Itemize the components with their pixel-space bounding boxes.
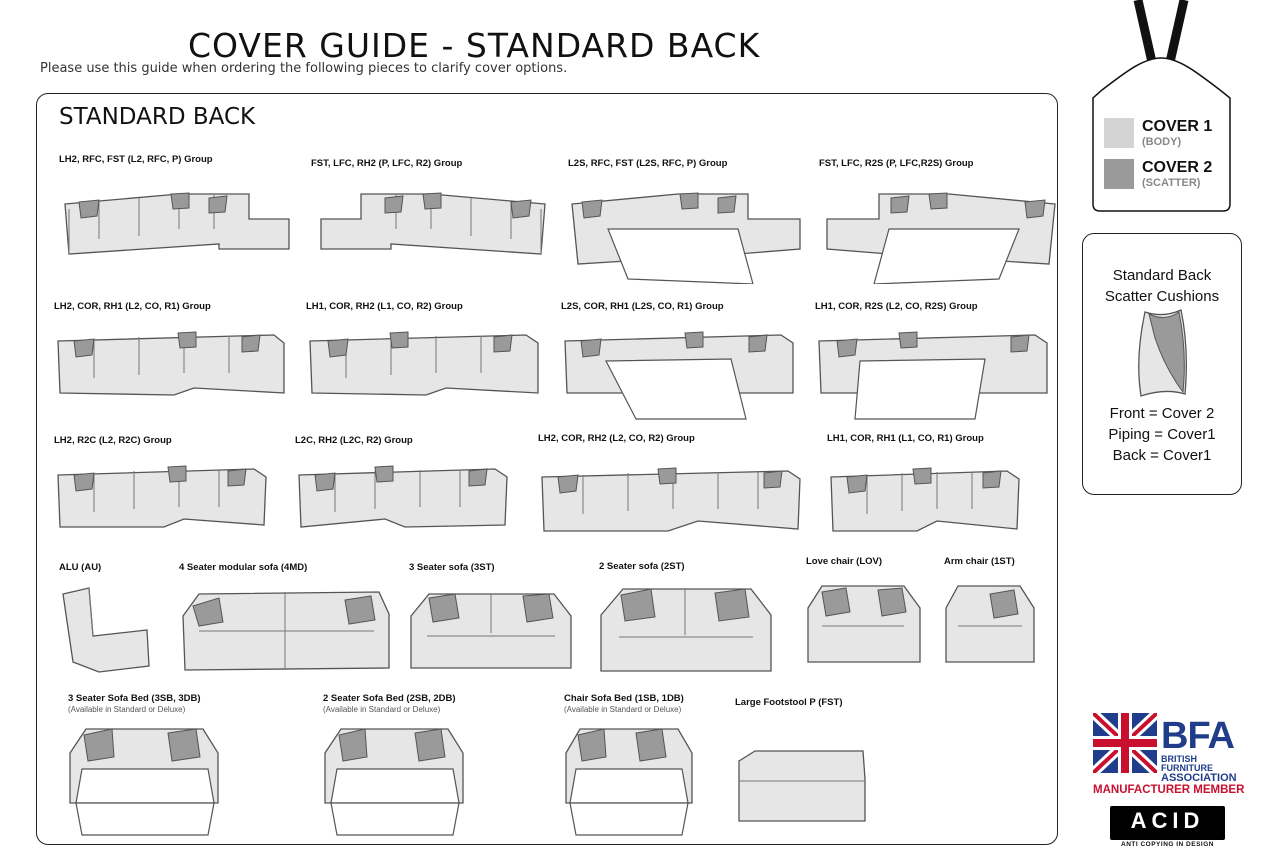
- corner-sofa-bed-illustration: [826, 192, 1056, 284]
- single-label: 3 Seater sofa (3ST): [409, 562, 495, 573]
- corner-sofa-illustration: [320, 192, 546, 255]
- bed-label: Chair Sofa Bed (1SB, 1DB): [564, 693, 684, 704]
- modular-sofa-illustration: [182, 591, 390, 671]
- single-label: Love chair (LOV): [806, 556, 883, 567]
- section-title: STANDARD BACK: [59, 104, 256, 130]
- bfa-line1: BRITISH FURNITURE: [1161, 754, 1213, 773]
- bed-label: 3 Seater Sofa Bed (3SB, 3DB): [68, 693, 201, 704]
- group-label: FST, LFC, RH2 (P, LFC, R2) Group: [311, 158, 463, 169]
- group-label: L2C, RH2 (L2C, R2) Group: [295, 435, 413, 446]
- two-seater-illustration: [600, 588, 772, 672]
- cushion-icon: [1138, 309, 1187, 397]
- group-label: LH2, COR, RH1 (L2, CO, R1) Group: [54, 301, 211, 312]
- cover2-title: COVER 2: [1142, 159, 1213, 176]
- single-label: 2 Seater sofa (2ST): [599, 561, 685, 572]
- corner-sofa-bed-illustration: [564, 331, 794, 420]
- cover2-swatch: [1104, 159, 1134, 189]
- scatter-piping: Piping = Cover1: [1108, 426, 1216, 443]
- cover1-swatch: [1104, 118, 1134, 148]
- group-label: L2S, RFC, FST (L2S, RFC, P) Group: [568, 158, 728, 169]
- single-label: ALU (AU): [59, 562, 102, 573]
- bfa-wordmark: BFA: [1161, 715, 1235, 757]
- love-chair-illustration: [807, 585, 921, 663]
- group-label: LH1, COR, RH2 (L1, CO, R2) Group: [306, 301, 463, 312]
- corner-sofa-illustration: [309, 331, 539, 396]
- bfa-logo: BFA BRITISH FURNITURE ASSOCIATION MANUFA…: [1093, 713, 1245, 803]
- page-subtitle: Please use this guide when ordering the …: [40, 61, 568, 76]
- scatter-title-line1: Standard Back: [1112, 267, 1212, 284]
- bed-label: 2 Seater Sofa Bed (2SB, 2DB): [323, 693, 456, 704]
- corner-sofa-illustration: [64, 192, 290, 255]
- page-title: COVER GUIDE - STANDARD BACK: [188, 26, 761, 65]
- bed-note: (Available in Standard or Deluxe): [323, 705, 441, 714]
- bed-label: Large Footstool P (FST): [735, 697, 843, 708]
- corner-sofa-illustration: [298, 465, 508, 528]
- scatter-cushion-box: Standard Back Scatter Cushions Front = C…: [1082, 233, 1242, 495]
- acid-logo: ACID: [1110, 806, 1225, 840]
- single-label: Arm chair (1ST): [944, 556, 1015, 567]
- corner-sofa-bed-illustration: [571, 192, 801, 284]
- bed-note: (Available in Standard or Deluxe): [68, 705, 186, 714]
- bfa-member-text: MANUFACTURER MEMBER: [1093, 784, 1245, 796]
- group-label: L2S, COR, RH1 (L2S, CO, R1) Group: [561, 301, 724, 312]
- scatter-back: Back = Cover1: [1112, 447, 1212, 464]
- scatter-front: Front = Cover 2: [1109, 405, 1215, 422]
- cover-legend-tag: COVER 1 (BODY) COVER 2 (SCATTER): [1092, 0, 1232, 212]
- union-flag-icon: [1093, 713, 1157, 773]
- arm-chair-illustration: [945, 585, 1035, 663]
- cover2-sub: (SCATTER): [1142, 177, 1201, 189]
- scatter-title: Standard Back Scatter Cushions: [1083, 265, 1241, 307]
- corner-sofa-bed-illustration: [818, 331, 1048, 420]
- acid-tagline: ANTI COPYING IN DESIGN: [1121, 841, 1214, 848]
- bfa-line2: ASSOCIATION: [1161, 772, 1237, 784]
- sofa-bed-illustration: [69, 728, 219, 836]
- sofa-bed-illustration: [324, 728, 464, 836]
- group-label: LH1, COR, RH1 (L1, CO, R1) Group: [827, 433, 984, 444]
- alu-illustration: [62, 587, 150, 673]
- cover1-sub: (BODY): [1142, 136, 1182, 148]
- single-label: 4 Seater modular sofa (4MD): [179, 562, 308, 573]
- acid-wordmark: ACID: [1130, 808, 1205, 833]
- scatter-title-line2: Scatter Cushions: [1104, 288, 1220, 305]
- corner-sofa-illustration: [57, 331, 285, 396]
- group-label: LH2, R2C (L2, R2C) Group: [54, 435, 172, 446]
- group-label: LH1, COR, R2S (L2, CO, R2S) Group: [815, 301, 978, 312]
- corner-sofa-illustration: [57, 465, 267, 528]
- bed-note: (Available in Standard or Deluxe): [564, 705, 682, 714]
- group-label: LH2, RFC, FST (L2, RFC, P) Group: [59, 154, 213, 165]
- legend-cover1: COVER 1 (BODY): [1104, 118, 1212, 149]
- corner-sofa-illustration: [541, 467, 801, 532]
- corner-sofa-illustration: [830, 467, 1020, 532]
- cover1-title: COVER 1: [1142, 118, 1213, 135]
- legend-cover2: COVER 2 (SCATTER): [1104, 159, 1212, 190]
- chair-bed-illustration: [565, 728, 693, 836]
- group-label: LH2, COR, RH2 (L2, CO, R2) Group: [538, 433, 695, 444]
- footstool-illustration: [738, 750, 866, 822]
- three-seater-illustration: [410, 593, 572, 669]
- group-label: FST, LFC, R2S (P, LFC,R2S) Group: [819, 158, 974, 169]
- bfa-subtitle: BRITISH FURNITURE ASSOCIATION: [1161, 755, 1243, 784]
- standard-back-panel: STANDARD BACK LH2, RFC, FST (L2, RFC, P)…: [36, 93, 1058, 845]
